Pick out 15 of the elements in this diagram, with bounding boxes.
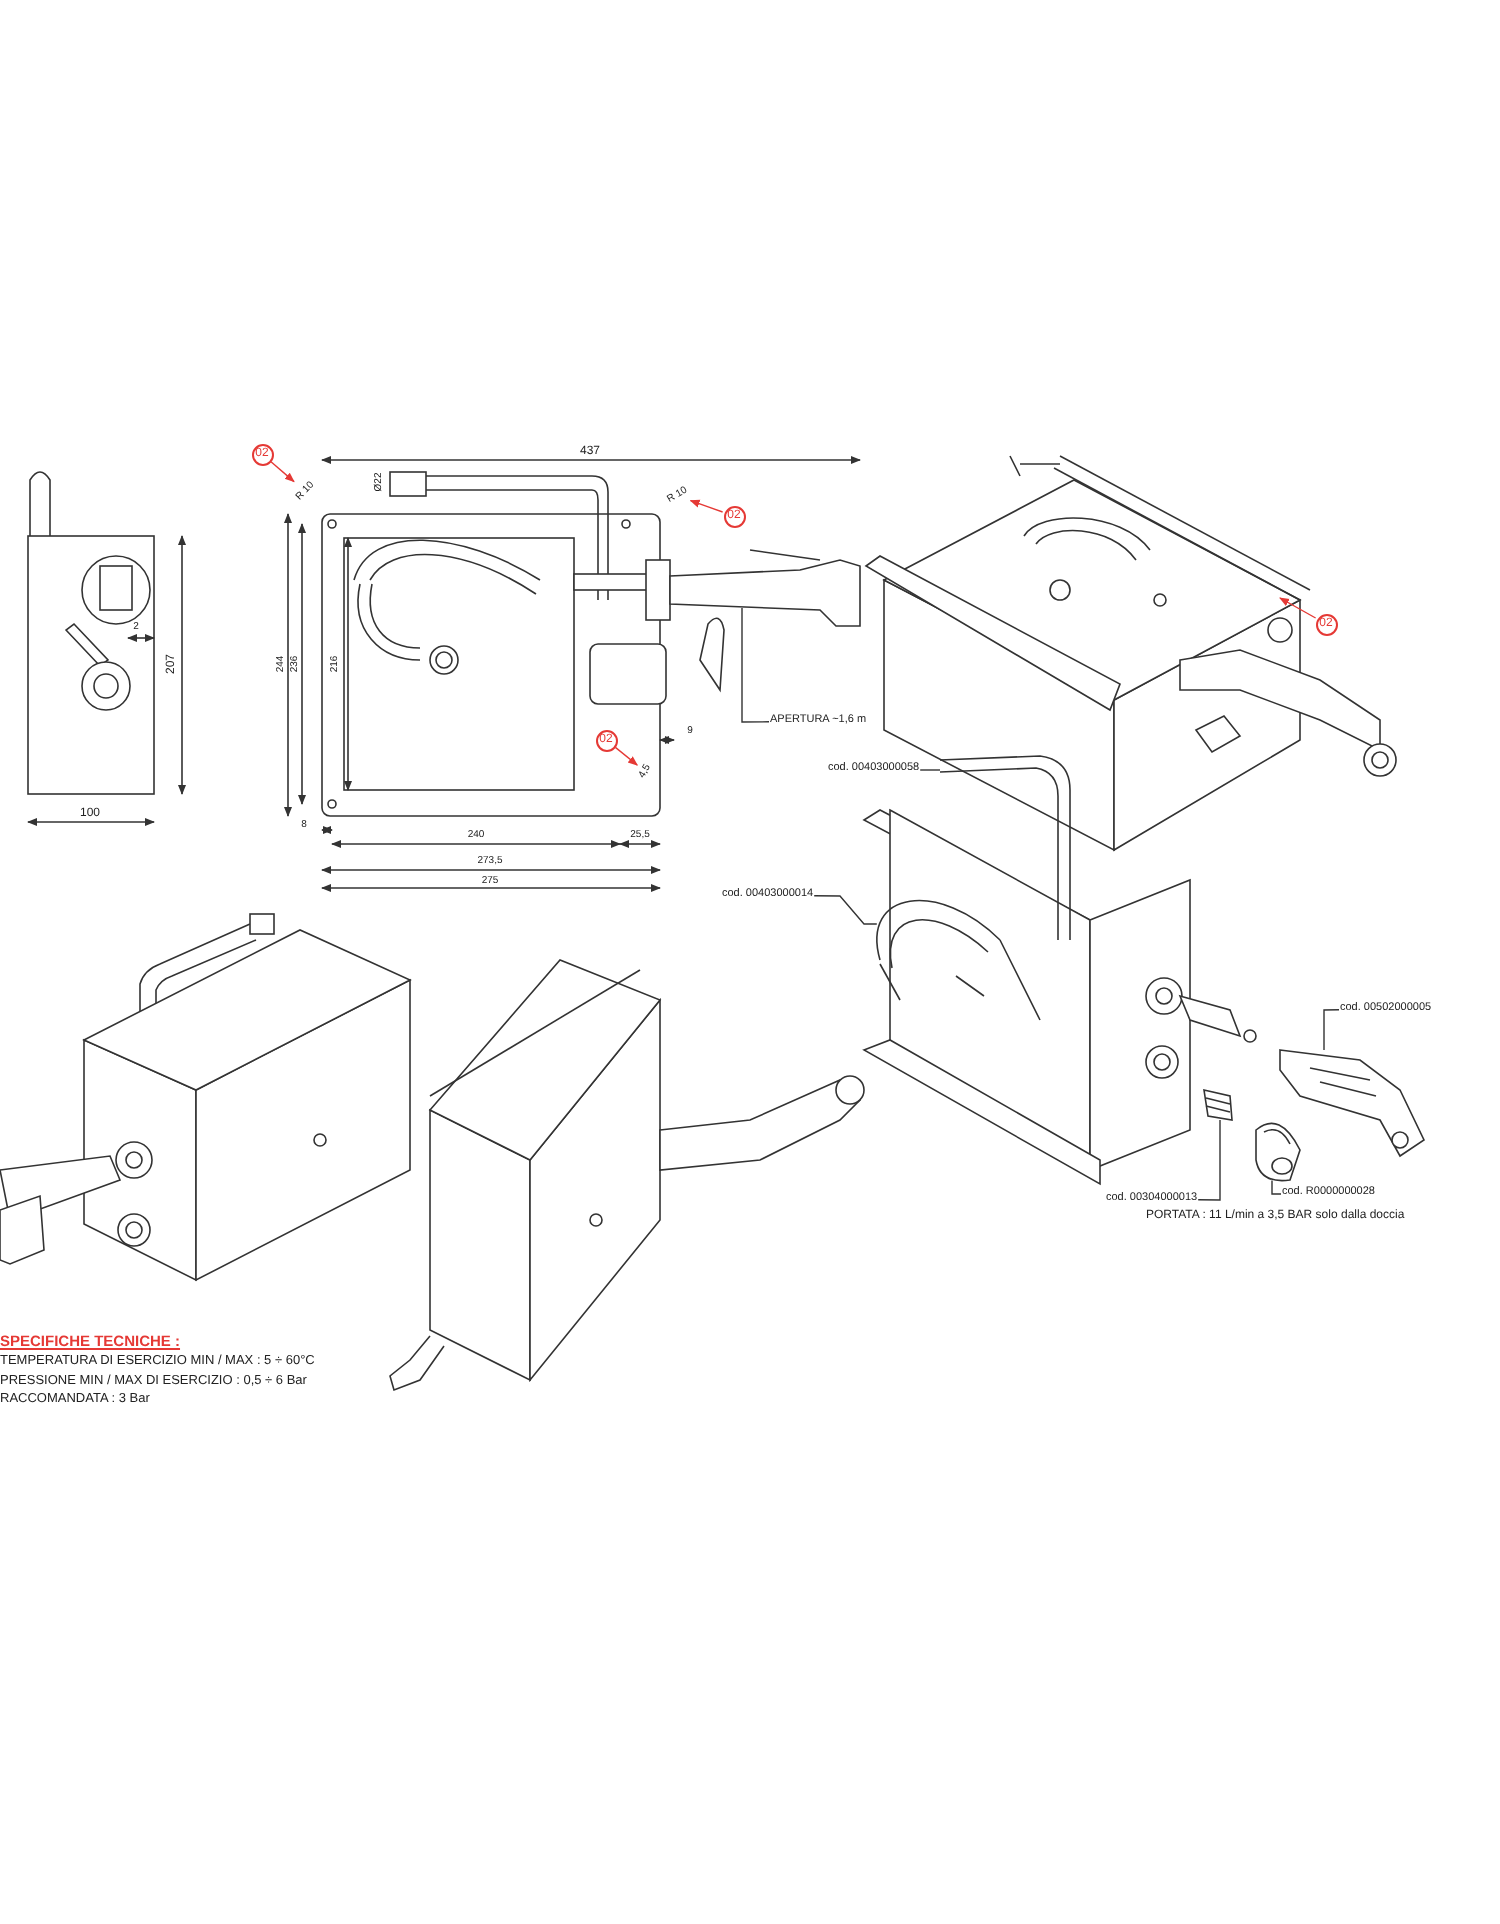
leader-line bbox=[919, 769, 941, 771]
hose-drawing bbox=[876, 899, 1001, 1001]
pipe-drawing bbox=[939, 755, 1071, 941]
leader-line bbox=[614, 746, 638, 766]
leader-line bbox=[813, 895, 878, 925]
cap-drawing bbox=[1255, 1122, 1301, 1182]
leader-line bbox=[1197, 1119, 1221, 1201]
leader-line bbox=[1279, 597, 1317, 619]
leader-line bbox=[270, 461, 295, 483]
shower-head-drawing bbox=[1279, 1049, 1426, 1158]
leader-line bbox=[1323, 1009, 1340, 1051]
leader-line bbox=[741, 607, 770, 723]
leader-line bbox=[1271, 1179, 1282, 1195]
fitting-drawing bbox=[1203, 1088, 1233, 1121]
leader-line bbox=[689, 499, 724, 513]
